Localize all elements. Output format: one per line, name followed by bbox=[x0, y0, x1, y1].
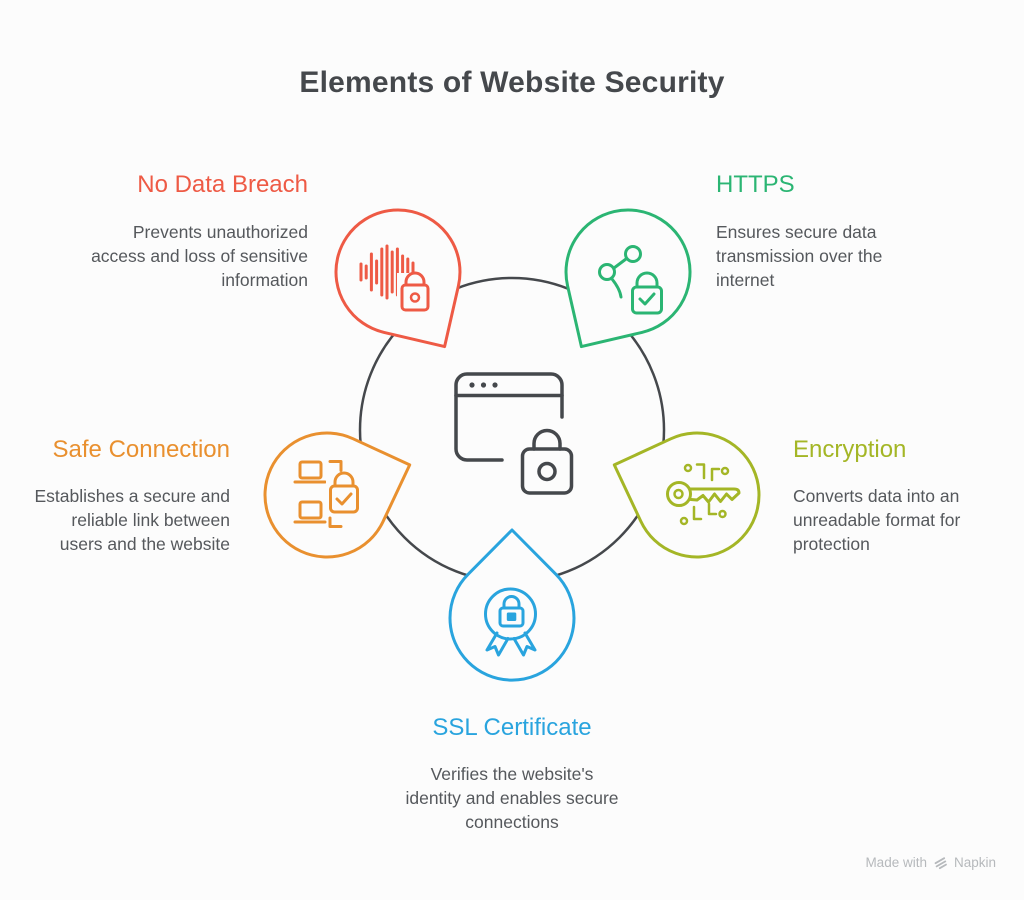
node-shape-encryption bbox=[612, 431, 761, 559]
devices-lock-icon bbox=[293, 460, 364, 528]
desc-no-data-breach: Prevents unauthorized access and loss of… bbox=[91, 222, 308, 290]
label-encryption: Encryption bbox=[793, 436, 907, 463]
napkin-logo-icon bbox=[934, 857, 947, 870]
label-no-data-breach: No Data Breach bbox=[137, 171, 308, 198]
label-ssl-certificate: SSL Certificate bbox=[432, 714, 592, 741]
desc-https: Ensures secure data transmission over th… bbox=[716, 222, 883, 290]
page-title: Elements of Website Security bbox=[299, 66, 725, 99]
desc-encryption: Converts data into an unreadable format … bbox=[793, 486, 961, 554]
secure-browser-lock-icon bbox=[454, 372, 574, 495]
badge-lock-icon bbox=[482, 587, 540, 660]
waveform-lock-icon bbox=[359, 244, 433, 315]
share-lock-icon bbox=[598, 245, 668, 316]
key-circuit-icon bbox=[666, 463, 741, 526]
label-safe-connection: Safe Connection bbox=[52, 436, 230, 463]
desc-safe-connection: Establishes a secure and reliable link b… bbox=[34, 486, 230, 554]
watermark: Made with Napkin bbox=[865, 855, 996, 870]
node-shape-ssl-certificate bbox=[448, 528, 576, 682]
label-https: HTTPS bbox=[716, 171, 795, 198]
watermark-text: Made with bbox=[865, 855, 927, 870]
watermark-brand: Napkin bbox=[953, 855, 996, 870]
desc-ssl-certificate: Verifies the website's identity and enab… bbox=[405, 764, 619, 832]
